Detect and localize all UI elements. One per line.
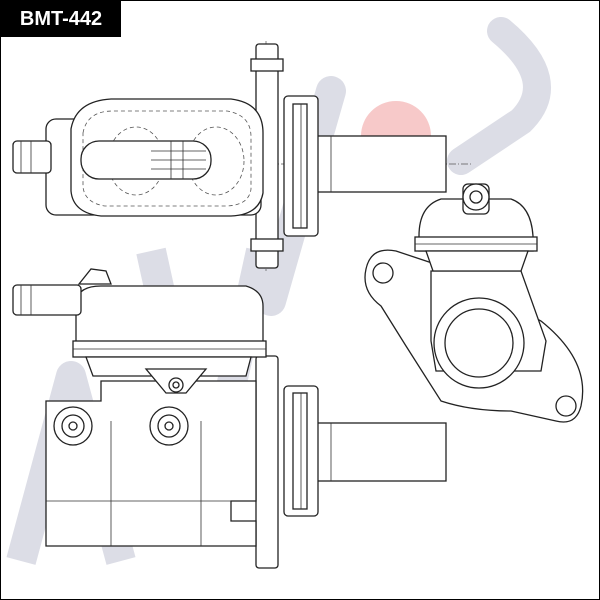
side-outlet-port-2-core <box>164 421 174 431</box>
top-filler-cap-right <box>187 126 245 196</box>
top-flange-bolt-lower <box>250 238 284 252</box>
top-reservoir-inner <box>82 110 252 207</box>
side-reservoir-cap <box>77 268 112 285</box>
side-cylinder-body <box>45 380 257 547</box>
side-piston-rod <box>315 422 447 482</box>
end-view <box>364 183 584 423</box>
top-piston-rod <box>315 135 447 193</box>
side-outlet-port-1-core <box>68 421 78 431</box>
top-view <box>12 41 471 271</box>
watermark-stroke-d <box>447 17 551 175</box>
top-flange-bolt-upper <box>250 58 284 72</box>
end-mount-hole-left <box>372 262 394 284</box>
end-mount-hole-right <box>555 395 577 417</box>
side-reservoir-skirt <box>85 356 252 377</box>
end-reservoir-skirt <box>425 250 529 272</box>
top-seal-ring-2 <box>292 103 308 229</box>
side-view <box>12 268 447 569</box>
end-main-bore-inner <box>444 308 514 378</box>
part-number-label: BMT-442 <box>1 1 121 37</box>
side-mounting-flange <box>255 355 279 569</box>
end-filler-cap-core <box>469 190 483 204</box>
top-inlet-tube <box>12 140 52 174</box>
top-strainer <box>80 140 212 180</box>
side-reservoir <box>75 285 264 347</box>
side-seal-ring-2 <box>292 392 308 510</box>
side-bracket-bolt-core <box>172 381 180 389</box>
side-inlet-tube <box>12 284 82 316</box>
